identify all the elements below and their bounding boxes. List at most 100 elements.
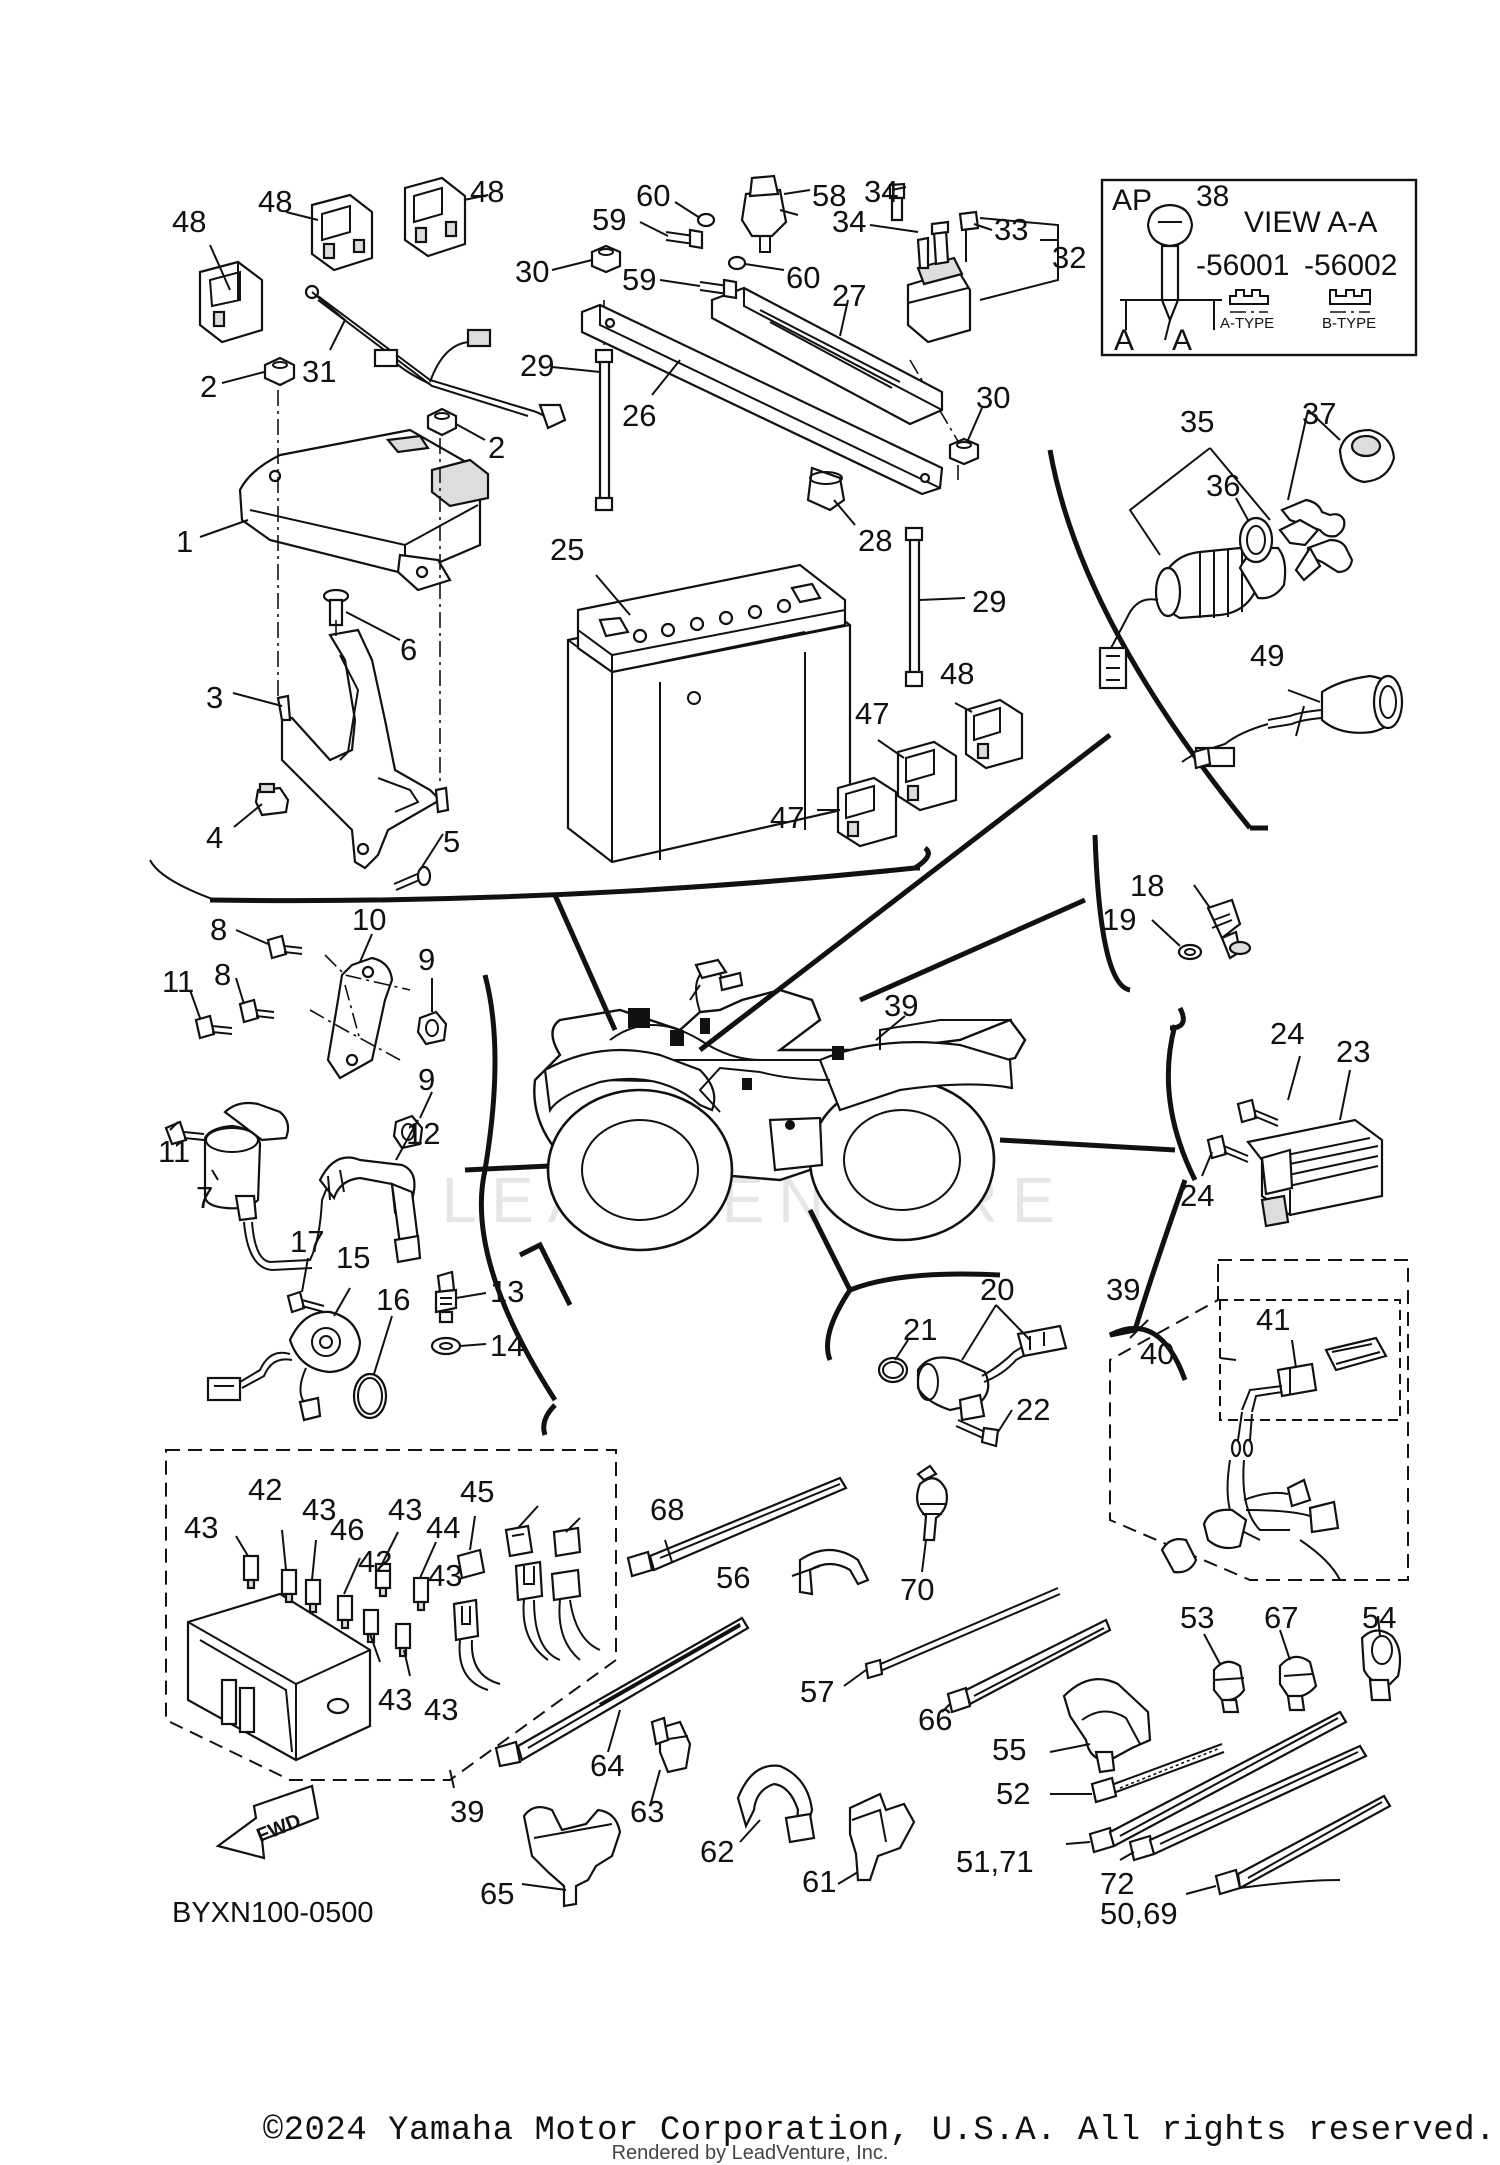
- atv-illustration: [533, 958, 1027, 1252]
- callout-24: 24: [1270, 1016, 1304, 1051]
- part-sensor-18-19: [1177, 898, 1252, 961]
- part-cable-tie-50: [1214, 1794, 1392, 1896]
- callout-47: 47: [855, 696, 889, 731]
- callout-43: 43: [184, 1510, 218, 1545]
- part-ecu-1: [238, 428, 490, 592]
- part-grommet-54: [1360, 1629, 1402, 1702]
- part-nuts-30: [590, 244, 980, 466]
- group-boundaries: [149, 449, 1268, 1436]
- part-cable-tie-52: [1090, 1743, 1225, 1804]
- callout-63: 63: [630, 1794, 664, 1829]
- callout-48: 48: [470, 174, 504, 209]
- part-rods-29: [594, 348, 924, 688]
- callout-41: 41: [1256, 1302, 1290, 1337]
- part-screw-5: [393, 865, 432, 891]
- callout-58: 58: [812, 178, 846, 213]
- callout-55: 55: [992, 1732, 1026, 1767]
- view-title: VIEW A-A: [1244, 206, 1377, 239]
- callout-8: 8: [214, 957, 231, 992]
- callout-65: 65: [480, 1876, 514, 1911]
- callout-36: 36: [1206, 468, 1240, 503]
- part-clip-53: [1212, 1660, 1246, 1714]
- callout-13: 13: [490, 1274, 524, 1309]
- part-ring-36: [1238, 516, 1274, 564]
- callout-47: 47: [770, 800, 804, 835]
- callout-64: 64: [590, 1748, 624, 1783]
- part-clip-70: [915, 1464, 948, 1542]
- part-rectifier-23: [1246, 1118, 1384, 1228]
- part-clamp-55: [1062, 1678, 1152, 1774]
- callout-30: 30: [976, 380, 1010, 415]
- view-code: AP: [1112, 184, 1152, 217]
- callout-24: 24: [1180, 1178, 1214, 1213]
- callout-67: 67: [1264, 1600, 1298, 1635]
- callout-6: 6: [400, 632, 417, 667]
- callout-51-71: 51,71: [956, 1844, 1034, 1879]
- callout-52: 52: [996, 1776, 1030, 1811]
- part-washers-60: [696, 212, 747, 271]
- callout-48: 48: [940, 656, 974, 691]
- part-bracket-3: [276, 628, 450, 870]
- view-variant-2: -56002: [1304, 249, 1397, 282]
- callout-62: 62: [700, 1834, 734, 1869]
- callout-28: 28: [858, 523, 892, 558]
- part-bolts-59: [665, 228, 738, 300]
- callout-16: 16: [376, 1282, 410, 1317]
- callout-68: 68: [650, 1492, 684, 1527]
- part-cable-tie-64: [494, 1616, 750, 1768]
- callout-22: 22: [1016, 1392, 1050, 1427]
- callout-25: 25: [550, 532, 584, 567]
- part-clamp-65: [522, 1805, 622, 1908]
- part-band-26-27: [580, 286, 944, 512]
- callout-1: 1: [176, 524, 193, 559]
- callout-42: 42: [248, 1472, 282, 1507]
- callout-20: 20: [980, 1272, 1014, 1307]
- view-part-no: 38: [1196, 180, 1229, 213]
- part-bolt-17: [286, 1290, 325, 1314]
- callout-43: 43: [424, 1692, 458, 1727]
- callout-5: 5: [443, 824, 460, 859]
- part-ignition-coil-7: [203, 1101, 422, 1272]
- callout-35: 35: [1180, 404, 1214, 439]
- callout-53: 53: [1180, 1600, 1214, 1635]
- copyright-text: ©2024 Yamaha Motor Corporation, U.S.A. A…: [262, 2112, 1496, 2150]
- part-oring-21: [877, 1356, 909, 1384]
- part-socket-49: [1181, 674, 1404, 770]
- part-nuts-2: [263, 356, 458, 437]
- part-sender-13-14: [430, 1270, 462, 1356]
- part-battery-25: [566, 563, 852, 864]
- callout-70: 70: [900, 1572, 934, 1607]
- callout-18: 18: [1130, 868, 1164, 903]
- callout-33: 33: [994, 212, 1028, 247]
- callout-21: 21: [903, 1312, 937, 1347]
- a-type-icon: [1229, 289, 1269, 305]
- callout-14: 14: [490, 1328, 524, 1363]
- part-sensor-15: [206, 1310, 362, 1422]
- part-cable-tie-72: [1128, 1744, 1368, 1862]
- part-clamp-56: [798, 1549, 870, 1596]
- part-bolts-24: [1206, 1098, 1279, 1163]
- part-clip-63: [650, 1716, 692, 1774]
- leader-lines: [169, 186, 1381, 1895]
- callout-32: 32: [1052, 240, 1086, 275]
- part-cable-tie-51: [1088, 1710, 1348, 1854]
- callout-30: 30: [515, 254, 549, 289]
- callout-44: 44: [426, 1510, 460, 1545]
- callout-34: 34: [864, 174, 898, 209]
- callout-59: 59: [592, 202, 626, 237]
- diagram-code: BYXN100-0500: [172, 1897, 374, 1929]
- callout-45: 45: [460, 1474, 494, 1509]
- part-clip-67: [1278, 1655, 1318, 1712]
- callout-40: 40: [1140, 1336, 1174, 1371]
- callout-2: 2: [200, 369, 217, 404]
- part-starter-relay-32: [888, 182, 980, 344]
- callout-17: 17: [290, 1224, 324, 1259]
- callout-9: 9: [418, 942, 435, 977]
- callout-26: 26: [622, 398, 656, 433]
- callout-9: 9: [418, 1062, 435, 1097]
- callout-37: 37: [1302, 396, 1336, 431]
- callout-56: 56: [716, 1560, 750, 1595]
- callout-48: 48: [172, 204, 206, 239]
